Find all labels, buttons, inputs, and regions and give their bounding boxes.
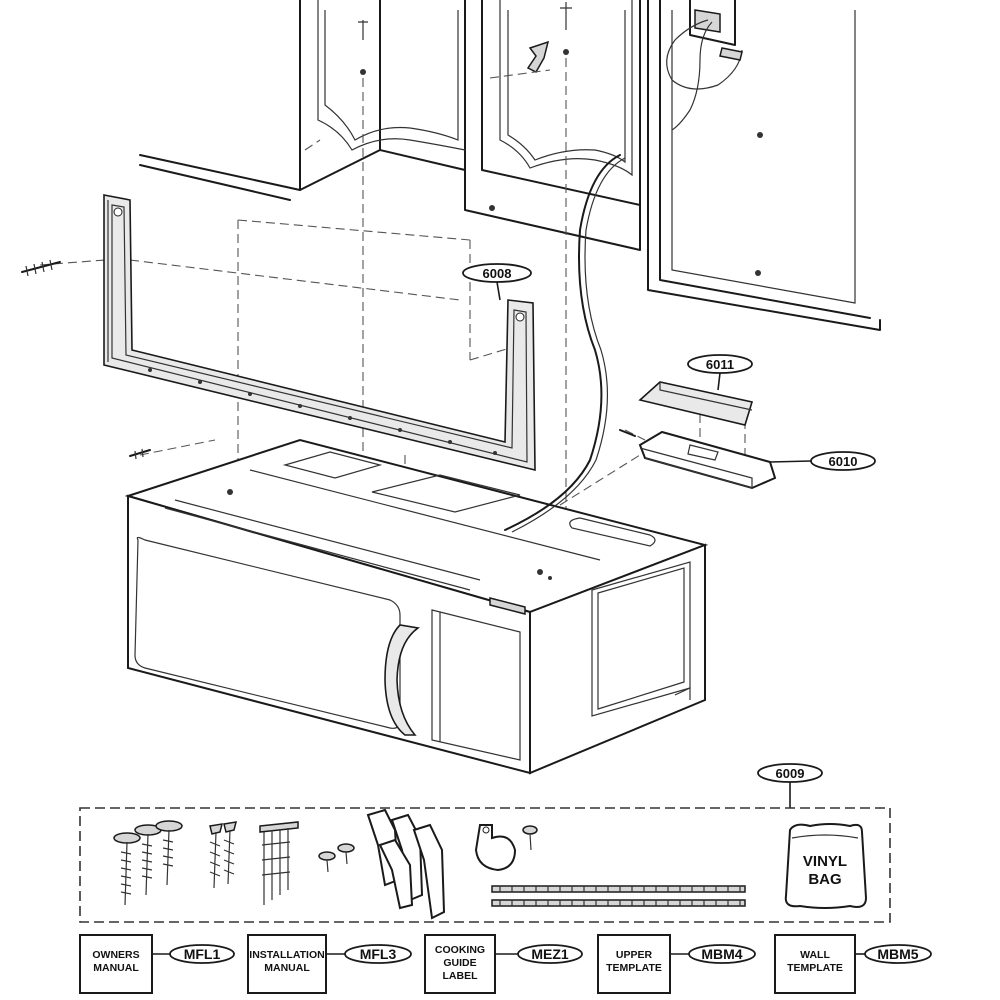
- document-wall-template: WALL TEMPLATE MBM5: [774, 934, 932, 994]
- document-1-code: MFL1: [184, 946, 221, 962]
- document-4-line1: UPPER: [616, 949, 653, 961]
- bracket-screws: [21, 259, 636, 460]
- vinyl-bag-label-line2: BAG: [808, 871, 841, 888]
- document-1-line1: OWNERS: [92, 949, 139, 961]
- document-installation-manual: INSTALLATION MANUAL MFL3: [247, 934, 412, 994]
- callout-6008: 6008: [462, 263, 532, 301]
- callout-6009-label: 6009: [776, 766, 805, 781]
- document-2-line1: INSTALLATION: [249, 949, 324, 961]
- wood-screw-icon: [209, 821, 238, 889]
- document-5-line1: WALL: [800, 949, 830, 961]
- microwave-oven: [124, 438, 709, 775]
- document-2-line2: MANUAL: [264, 962, 310, 974]
- spacer-strip-icon: [491, 885, 746, 907]
- document-4-line2: TEMPLATE: [606, 962, 662, 974]
- document-1-line2: MANUAL: [93, 962, 139, 974]
- document-5-code: MBM5: [877, 946, 918, 962]
- documents-row: OWNERS MANUAL MFL1 INSTALLATION MANUAL M…: [79, 934, 932, 994]
- small-screw-icon: [318, 843, 355, 873]
- document-4-code: MBM4: [701, 946, 742, 962]
- document-upper-template: UPPER TEMPLATE MBM4: [597, 934, 756, 994]
- callout-6009: 6009: [757, 763, 823, 808]
- document-owners-manual: OWNERS MANUAL MFL1: [79, 934, 235, 994]
- document-cooking-guide-label: COOKING GUIDE LABEL MEZ1: [424, 934, 583, 994]
- callout-6008-label: 6008: [483, 266, 512, 281]
- document-3-line3: LABEL: [443, 970, 479, 982]
- wall-outlet: [666, 0, 743, 131]
- vent-duct: [638, 430, 777, 490]
- toggle-wing-icon: [366, 808, 446, 920]
- vinyl-bag-icon: VINYL BAG: [784, 823, 868, 909]
- document-2-code: MFL3: [360, 946, 397, 962]
- document-5-line2: TEMPLATE: [787, 962, 843, 974]
- callout-6011-label: 6011: [706, 357, 734, 372]
- power-cord: [504, 154, 621, 531]
- mounting-bracket: [103, 194, 536, 472]
- callout-6010-label: 6010: [829, 454, 858, 469]
- callout-6011: 6011: [687, 354, 753, 391]
- hardware-kit: VINYL BAG: [79, 807, 891, 923]
- document-3-code: MEZ1: [531, 946, 569, 962]
- vinyl-bag-label-line1: VINYL: [803, 853, 847, 870]
- callout-6010: 6010: [769, 451, 876, 471]
- toggle-bolt-icon: [113, 820, 183, 906]
- cable-clamp-icon: [474, 824, 538, 872]
- anchor-bolt-icon: [259, 821, 299, 905]
- document-3-line1: COOKING: [435, 944, 485, 956]
- vent-cover: [638, 381, 754, 426]
- document-3-line2: GUIDE: [443, 957, 476, 969]
